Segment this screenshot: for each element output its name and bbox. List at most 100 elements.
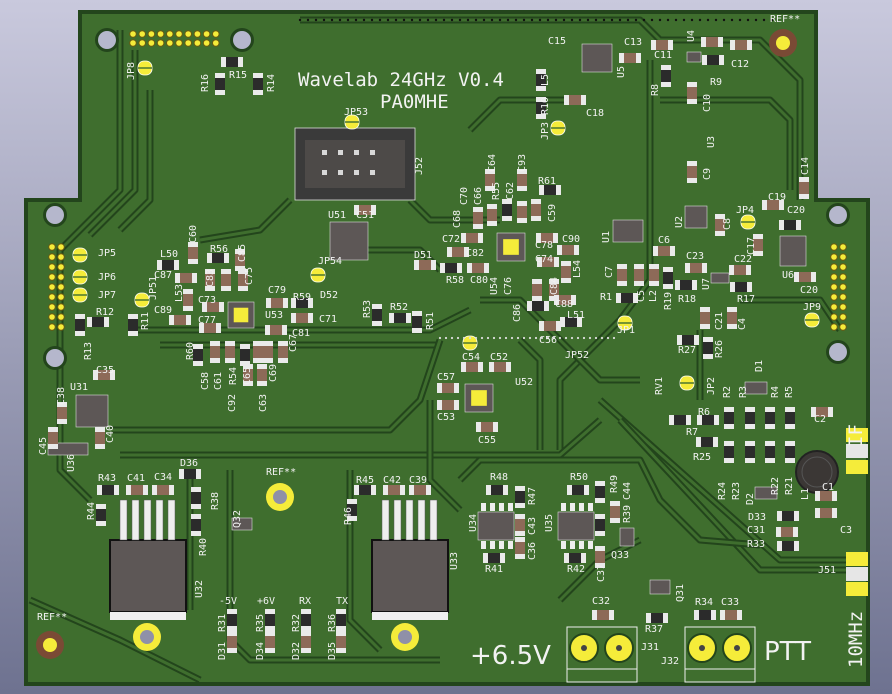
passive-body	[95, 432, 105, 444]
terminal-drill	[734, 645, 740, 651]
box-header-pin	[322, 150, 327, 155]
via	[706, 18, 710, 22]
ref-label: L51	[567, 310, 585, 321]
passive-body	[715, 219, 725, 231]
via	[666, 18, 670, 22]
trace	[599, 398, 868, 562]
passive-body	[562, 245, 574, 255]
ref-label: R49	[609, 475, 620, 493]
via	[456, 336, 460, 340]
ref-label: JP53	[344, 107, 368, 118]
passive-body	[515, 491, 525, 503]
ref-label: C57	[437, 372, 455, 383]
ref-label: C11	[654, 50, 672, 61]
ref-label: C31	[747, 525, 765, 536]
ref-label: C86	[512, 304, 523, 322]
ref-label: L54	[572, 260, 583, 278]
ref-label: Q32	[232, 510, 243, 528]
passive-body	[745, 412, 755, 424]
ref-label: R27	[678, 345, 696, 356]
ref-label: R56	[210, 244, 228, 255]
header-pin	[184, 39, 192, 47]
passive-body	[57, 407, 67, 419]
ref-label: C62	[505, 182, 516, 200]
ref-label: JP1	[617, 325, 635, 336]
header-pin	[202, 30, 211, 38]
ref-label: C88	[555, 299, 573, 310]
passive-body	[296, 313, 308, 323]
via	[490, 18, 494, 22]
ref-label: C14	[800, 157, 811, 175]
via	[468, 336, 472, 340]
ref-label: C93	[517, 154, 528, 172]
ref-label: R31	[217, 614, 228, 632]
via	[462, 336, 466, 340]
via	[570, 18, 574, 22]
ref-label: C75	[244, 267, 255, 285]
passive-body	[296, 298, 308, 308]
power-ic-tab	[110, 612, 186, 620]
via	[354, 18, 358, 22]
passive-body	[515, 542, 525, 554]
passive-body	[359, 205, 371, 215]
via	[306, 18, 310, 22]
passive-body	[184, 469, 196, 479]
via	[546, 18, 550, 22]
passive-body	[745, 446, 755, 458]
header-pin	[48, 313, 56, 321]
passive-body	[487, 209, 497, 221]
via	[516, 336, 520, 340]
ref-label: R61	[538, 176, 556, 187]
via	[690, 18, 694, 22]
ic-pin	[481, 503, 486, 511]
header-pin	[175, 30, 183, 38]
header-pin	[830, 323, 838, 331]
passive-body	[388, 485, 400, 495]
header-pin	[830, 293, 838, 301]
passive-body	[235, 254, 245, 266]
via	[626, 18, 630, 22]
ref-label: R53	[362, 300, 373, 318]
via	[754, 18, 758, 22]
passive-body	[221, 274, 231, 286]
passive-body	[701, 437, 713, 447]
edge-pad	[846, 582, 868, 596]
ref-label: RV1	[654, 377, 665, 395]
passive-body	[569, 553, 581, 563]
ref-label: C74	[535, 254, 553, 265]
header-pin	[57, 313, 65, 321]
passive-body	[816, 407, 828, 417]
ref-label: U6	[782, 270, 794, 281]
ref-label: JP52	[565, 350, 589, 361]
ref-label: C51	[356, 210, 374, 221]
passive-body	[253, 346, 263, 358]
edge-pad	[846, 444, 868, 458]
passive-body	[419, 260, 431, 270]
ref-pad-center	[43, 638, 57, 652]
passive-body	[128, 319, 138, 331]
passive-body	[663, 272, 673, 284]
ref-label: C89	[154, 305, 172, 316]
ref-label: C71	[319, 314, 337, 325]
passive-body	[227, 636, 237, 648]
ref-label: R24	[717, 482, 728, 500]
via	[410, 18, 414, 22]
passive-body	[131, 485, 143, 495]
passive-body	[799, 182, 809, 194]
via	[434, 18, 438, 22]
ref-label: C42	[383, 475, 401, 486]
via	[642, 18, 646, 22]
ic-package	[231, 517, 253, 531]
ref-label: C5	[636, 290, 647, 302]
ref-label: C32	[592, 596, 610, 607]
via	[586, 18, 590, 22]
ref-label: JP3	[540, 122, 551, 140]
ic-package	[329, 221, 369, 261]
ref-label: R60	[185, 342, 196, 360]
passive-body	[517, 206, 527, 218]
via	[602, 18, 606, 22]
header-pin	[193, 30, 202, 38]
ref-label: C84	[549, 277, 560, 295]
